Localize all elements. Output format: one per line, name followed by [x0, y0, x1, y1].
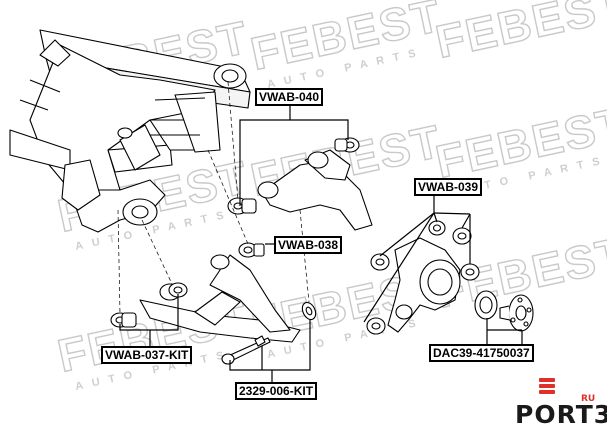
bolt-kit — [221, 301, 317, 365]
logo-text: PORT3 — [515, 400, 607, 429]
subframe-drawing — [9, 29, 251, 233]
watermark-brand: FEBEST — [431, 0, 607, 68]
label-vwab-038[interactable]: VWAB-038 — [274, 236, 343, 254]
leader-lines — [119, 104, 523, 382]
knuckle-assembly — [366, 220, 534, 335]
lower-control-arm — [110, 242, 301, 343]
label-vwab-037-kit[interactable]: VWAB-037-KIT — [101, 346, 193, 364]
logo-piston-icon — [539, 378, 555, 400]
label-vwab-040[interactable]: VWAB-040 — [255, 88, 324, 106]
logo-suffix: RU — [581, 394, 596, 404]
port3-logo: RU PORT3 — [515, 378, 607, 434]
label-vwab-039[interactable]: VWAB-039 — [414, 178, 483, 196]
upper-control-arm — [227, 137, 373, 231]
label-dac39-41750037[interactable]: DAC39-41750037 — [429, 344, 534, 362]
label-2329-006-kit[interactable]: 2329-006-KIT — [235, 382, 318, 400]
alignment-lines — [117, 81, 310, 315]
